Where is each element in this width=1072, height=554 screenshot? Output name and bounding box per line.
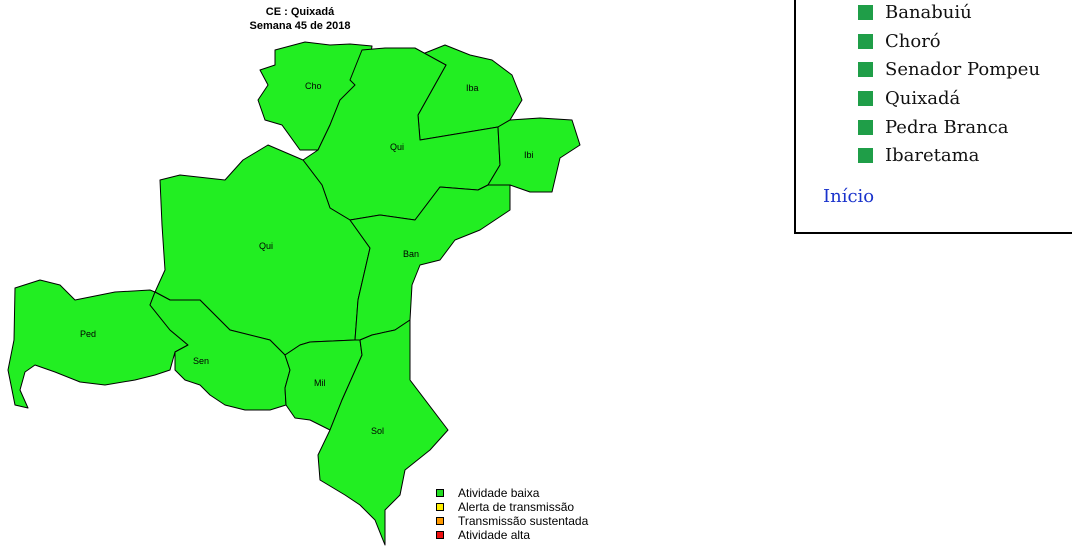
map-legend: Atividade baixa Alerta de transmissão Tr… — [436, 486, 588, 542]
legend-label: Transmissão sustentada — [458, 514, 589, 528]
region-label: Cho — [305, 81, 322, 91]
legend-label: Atividade baixa — [458, 486, 540, 500]
list-item: Ibaretama — [858, 141, 1040, 170]
region-solonopole — [317, 319, 449, 546]
green-square-icon — [858, 119, 873, 135]
list-item: Banabuiú — [858, 0, 1040, 27]
region-label: Ban — [403, 249, 419, 259]
region-senador-pompeu — [149, 291, 291, 411]
legend-label: Atividade alta — [458, 528, 531, 542]
map-title: CE : Quixadá — [265, 6, 335, 18]
legend-swatch — [436, 531, 444, 539]
municipality-name: Choró — [885, 30, 941, 52]
green-square-icon — [858, 4, 873, 20]
region-label: Ped — [80, 329, 96, 339]
municipality-name: Ibaretama — [885, 145, 980, 167]
map-subtitle: Semana 45 de 2018 — [249, 20, 351, 32]
region-ibicuitinga — [487, 117, 581, 193]
legend-swatch — [436, 503, 444, 511]
region-label: Qui — [390, 142, 404, 152]
legend-item-high: Atividade alta — [436, 528, 588, 542]
region-label: Iba — [466, 83, 479, 93]
municipality-panel: Banabuiú Choró Senador Pompeu Quixadá Pe… — [794, 0, 1072, 234]
list-item: Senador Pompeu — [858, 55, 1040, 84]
list-item: Choró — [858, 27, 1040, 56]
legend-swatch — [436, 517, 444, 525]
municipality-name: Banabuiú — [885, 1, 972, 23]
legend-item-alert: Alerta de transmissão — [436, 500, 588, 514]
green-square-icon — [858, 90, 873, 106]
municipality-name: Senador Pompeu — [885, 59, 1041, 81]
legend-swatch — [436, 489, 444, 497]
green-square-icon — [858, 148, 873, 164]
region-label: Mil — [314, 378, 326, 388]
municipality-name: Pedra Branca — [885, 116, 1009, 138]
green-square-icon — [858, 62, 873, 78]
list-item: Pedra Branca — [858, 113, 1040, 142]
region-pedra-branca — [7, 279, 189, 409]
region-label: Qui — [259, 241, 273, 251]
list-item: Quixadá — [858, 84, 1040, 113]
region-label: Ibi — [524, 150, 534, 160]
legend-item-sustained: Transmissão sustentada — [436, 514, 588, 528]
legend-item-low: Atividade baixa — [436, 486, 588, 500]
municipality-name: Quixadá — [885, 87, 961, 109]
municipality-list: Banabuiú Choró Senador Pompeu Quixadá Pe… — [858, 0, 1040, 170]
home-link[interactable]: Início — [823, 186, 875, 207]
region-label: Sen — [193, 356, 209, 366]
legend-label: Alerta de transmissão — [458, 500, 575, 514]
green-square-icon — [858, 33, 873, 49]
region-label: Sol — [371, 426, 384, 436]
